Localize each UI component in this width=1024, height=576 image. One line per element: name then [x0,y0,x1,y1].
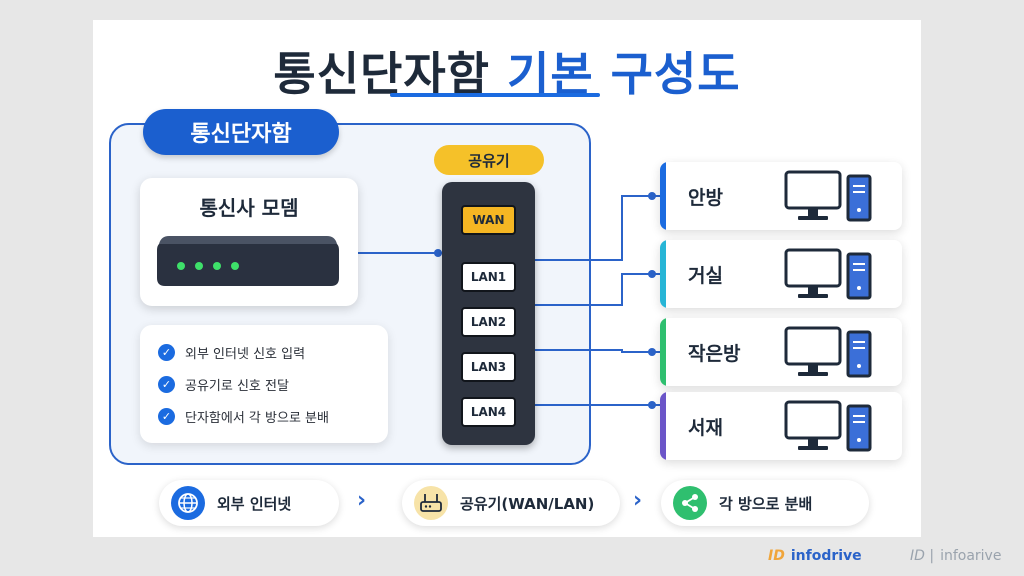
desktop-pc-icon [784,170,872,222]
wire-dot [648,270,656,278]
room-card-study: 서재 [660,392,902,460]
flow-label: 공유기(WAN/LAN) [460,494,595,513]
terminal-box-label: 통신단자함 [143,109,339,155]
room-card-living-room: 거실 [660,240,902,308]
port-lan2: LAN2 [461,307,516,337]
room-color-bar [660,392,666,460]
title-accent: 기본 구성도 [507,47,741,101]
room-label: 안방 [688,186,723,209]
checklist-text: 외부 인터넷 신호 입력 [185,347,306,362]
router-device: WAN LAN1 LAN2 LAN3 LAN4 [442,182,535,445]
brand-mark-icon: ID [768,548,785,564]
modem-device-icon [157,236,339,286]
wire-dot [648,192,656,200]
room-label: 거실 [688,264,723,287]
share-icon [673,486,707,520]
desktop-pc-icon [784,248,872,300]
connection-wires [358,192,660,409]
room-card-bedroom: 안방 [660,162,902,230]
chevron-right-icon: › [633,488,643,513]
checklist-item: ✓ 단자함에서 각 방으로 분배 [158,407,329,426]
title-underline [390,93,600,97]
flow-step-router: 공유기(WAN/LAN) [402,480,620,526]
checklist-text: 단자함에서 각 방으로 분배 [185,411,329,426]
checklist-item: ✓ 공유기로 신호 전달 [158,375,289,394]
room-card-small-room: 작은방 [660,318,902,386]
flow-label: 외부 인터넷 [217,494,292,513]
flow-step-distribute: 각 방으로 분배 [661,480,869,526]
lan3-wire [535,349,660,353]
brand-logo: ID infodrive [768,548,862,564]
checklist-item: ✓ 외부 인터넷 신호 입력 [158,343,305,362]
port-lan1: LAN1 [461,262,516,292]
wire-dot [434,249,442,257]
desktop-pc-icon [784,400,872,452]
port-lan3: LAN3 [461,352,516,382]
check-icon: ✓ [158,344,175,361]
room-color-bar [660,240,666,308]
desktop-pc-icon [784,326,872,378]
wire-dot [648,348,656,356]
brand-name: infodrive [790,548,862,564]
router-label: 공유기 [434,145,544,175]
room-color-bar [660,162,666,230]
check-icon: ✓ [158,408,175,425]
modem-card: 통신사 모뎀 [140,178,358,306]
brand-name-faded: infoarive [940,548,1002,564]
room-label: 서재 [688,416,723,439]
port-lan4: LAN4 [461,397,516,427]
lan2-wire [535,273,660,306]
flow-step-internet: 외부 인터넷 [159,480,339,526]
checklist-text: 공유기로 신호 전달 [185,379,289,394]
lan1-wire [535,195,660,261]
brand-mark-faded-icon: ID | [910,548,935,564]
brand-logo-faded: ID | infoarive [910,548,1001,564]
check-icon: ✓ [158,376,175,393]
diagram-canvas: 통신단자함 기본 구성도 통신단자함 통신사 모뎀 [93,20,921,537]
modem-label: 통신사 모뎀 [199,196,299,220]
flow-label: 각 방으로 분배 [719,494,813,513]
chevron-right-icon: › [357,488,367,513]
room-label: 작은방 [688,342,741,365]
page-title: 통신단자함 기본 구성도 [93,38,921,104]
globe-icon [171,486,205,520]
wire-dot [648,401,656,409]
port-wan: WAN [461,205,516,235]
router-icon [414,486,448,520]
room-color-bar [660,318,666,386]
function-checklist: ✓ 외부 인터넷 신호 입력 ✓ 공유기로 신호 전달 ✓ 단자함에서 각 방으… [140,325,388,443]
title-main: 통신단자함 [273,47,490,101]
